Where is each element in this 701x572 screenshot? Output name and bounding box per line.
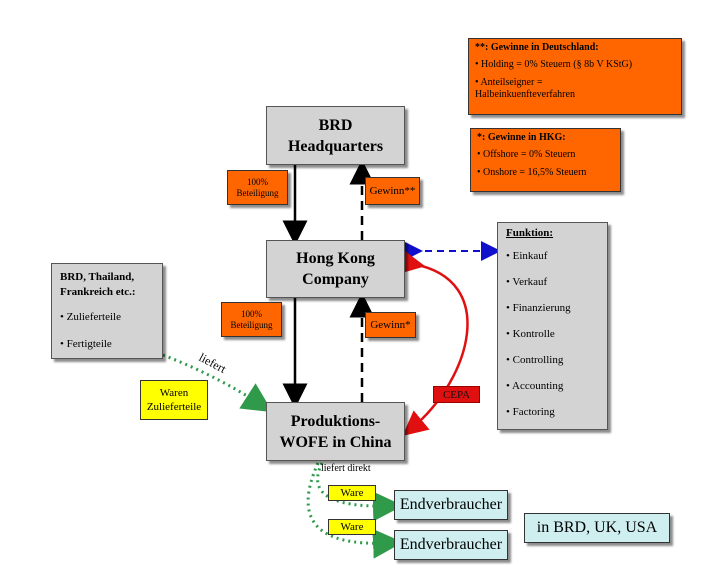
supplier-green-arrow xyxy=(162,353,273,413)
suppliers-item: • Fertigteile xyxy=(60,338,112,350)
suppliers-item: • Zulieferteile xyxy=(60,311,121,323)
waren-line1: Waren xyxy=(159,387,189,399)
tax-de-item: • Anteilseigner = Halbeinkuenfteverfahre… xyxy=(475,77,575,100)
funktion-item: • Controlling xyxy=(506,354,564,366)
gewinn-hk-box: Gewinn* xyxy=(365,312,416,338)
hq-line1: BRD xyxy=(318,116,353,134)
markets-text: in BRD, UK, USA xyxy=(536,519,658,536)
ware-text: Ware xyxy=(340,521,364,533)
tax-hk-item: • Onshore = 16,5% Steuern xyxy=(477,167,587,178)
markets-box: in BRD, UK, USA xyxy=(524,513,670,543)
beteiligung-hk-line2: Beteiligung xyxy=(230,319,273,330)
gewinn-hq-label: Gewinn** xyxy=(369,185,416,197)
tax-hk-box: *: Gewinne in HKG: • Offshore = 0% Steue… xyxy=(470,128,621,192)
funktion-title: Funktion: xyxy=(506,227,554,239)
beteiligung-hk: 100% Beteiligung xyxy=(221,302,282,337)
suppliers-title: BRD, Thailand, Frankreich etc.: xyxy=(60,271,136,298)
wofe-line1: Produktions- xyxy=(290,412,381,430)
beteiligung-hq-line2: Beteiligung xyxy=(236,187,279,198)
funktion-item: • Factoring xyxy=(506,406,555,418)
hq-box: BRD Headquarters xyxy=(266,106,405,165)
beteiligung-hq: 100% Beteiligung xyxy=(227,170,288,205)
wofe-box: Produktions- WOFE in China xyxy=(266,402,405,461)
endverbraucher-text: Endverbraucher xyxy=(399,536,503,553)
funktion-item: • Accounting xyxy=(506,380,564,392)
beteiligung-hk-line1: 100% xyxy=(241,308,262,319)
gewinn-hk-label: Gewinn* xyxy=(370,319,411,331)
ware-label-2: Ware xyxy=(328,519,376,535)
funktion-item: • Einkauf xyxy=(506,250,548,262)
wofe-line2: WOFE in China xyxy=(279,433,392,451)
funktion-item: • Finanzierung xyxy=(506,302,571,314)
endverbraucher-text: Endverbraucher xyxy=(399,496,503,513)
ware-label-1: Ware xyxy=(328,485,376,501)
liefert-direkt-label: liefert direkt xyxy=(321,463,371,474)
waren-line2: Zulieferteile xyxy=(146,401,202,413)
endverbraucher-box-1: Endverbraucher xyxy=(394,490,508,520)
funktion-box: Funktion: • Einkauf • Verkauf • Finanzie… xyxy=(497,222,608,430)
hk-box: Hong Kong Company xyxy=(266,240,405,298)
hk-line2: Company xyxy=(302,271,369,288)
waren-label: Waren Zulieferteile xyxy=(140,380,208,420)
beteiligung-hq-line1: 100% xyxy=(247,176,268,187)
wofe-end1-green-arrow xyxy=(316,462,403,522)
tax-de-box: **: Gewinne in Deutschland: • Holding = … xyxy=(468,38,682,115)
hq-line2: Headquarters xyxy=(287,137,384,155)
cepa-red-arrow xyxy=(398,249,469,436)
tax-hk-item: • Offshore = 0% Steuern xyxy=(477,149,576,160)
endverbraucher-box-2: Endverbraucher xyxy=(394,530,508,560)
cepa-label: CEPA xyxy=(433,386,480,403)
gewinn-hq-box: Gewinn** xyxy=(365,177,420,205)
funktion-item: • Verkauf xyxy=(506,276,548,288)
tax-de-title: **: Gewinne in Deutschland: xyxy=(475,42,599,53)
suppliers-box: BRD, Thailand, Frankreich etc.: • Zulief… xyxy=(51,263,163,359)
funktion-item: • Kontrolle xyxy=(506,328,555,340)
tax-hk-title: *: Gewinne in HKG: xyxy=(477,132,566,143)
ware-text: Ware xyxy=(340,487,364,499)
cepa-text: CEPA xyxy=(442,388,471,401)
hk-line1: Hong Kong xyxy=(296,250,375,267)
tax-de-item: • Holding = 0% Steuern (§ 8b V KStG) xyxy=(475,59,633,70)
